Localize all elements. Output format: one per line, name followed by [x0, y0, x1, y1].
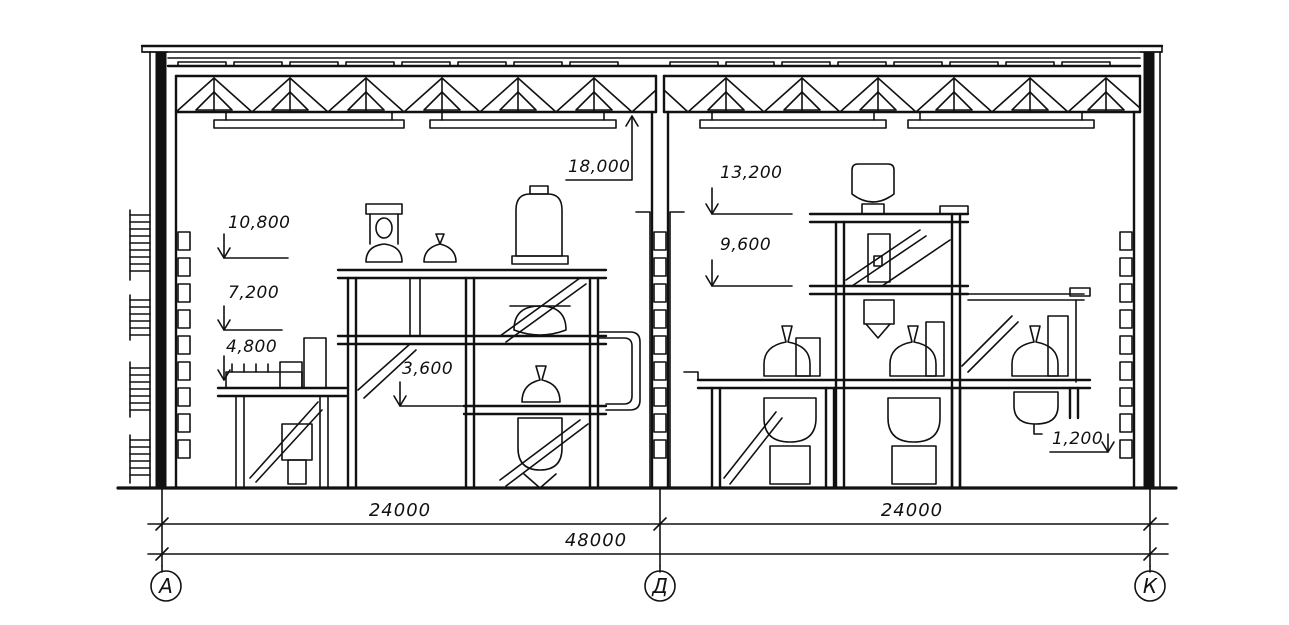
axis-bubble-middle — [644, 570, 676, 602]
elevation-label-18000: 18,000 — [568, 157, 630, 177]
axis-label-middle: Д — [651, 574, 668, 598]
elevation-label-3600: 3,600 — [402, 359, 453, 379]
axis-label-left: А — [157, 574, 173, 598]
roof-slab — [140, 44, 1164, 68]
right-upper-structure — [808, 205, 1091, 490]
elevation-label-10800: 10,800 — [228, 213, 290, 233]
right-main-platform — [683, 315, 1092, 490]
axis-bubbles — [150, 565, 1166, 602]
right-vessels-lower — [763, 315, 1069, 485]
middle-column — [635, 110, 685, 490]
ceiling-fixtures — [213, 111, 1095, 129]
right-vessels-upper — [851, 163, 895, 339]
elevation-marker-4800 — [217, 355, 231, 381]
dimension-total: 48000 — [565, 530, 627, 551]
axis-bubble-left — [150, 570, 182, 602]
dimension-left-span: 24000 — [369, 500, 431, 521]
elevation-marker-3600 — [393, 381, 465, 407]
roof-truss-left — [174, 74, 658, 114]
dimension-right-span: 24000 — [881, 500, 943, 521]
roof-truss-right — [662, 74, 1142, 114]
elevation-marker-9600 — [705, 259, 793, 287]
elevation-marker-10800 — [217, 233, 289, 259]
elevation-label-13200: 13,200 — [720, 163, 782, 183]
left-vessels — [365, 185, 571, 489]
elevation-marker-18000 — [565, 115, 639, 181]
elevation-label-4800: 4,800 — [226, 337, 277, 357]
axis-label-right: К — [1143, 574, 1158, 598]
axis-bubble-right — [1134, 570, 1166, 602]
left-wall — [129, 51, 191, 490]
elevation-label-9600: 9,600 — [720, 235, 771, 255]
elevation-marker-13200 — [705, 187, 793, 215]
elevation-marker-1200 — [1049, 433, 1115, 453]
dimension-lines — [147, 487, 1169, 567]
left-platform-low — [216, 337, 348, 489]
left-main-structure — [336, 268, 641, 490]
elevation-marker-7200 — [217, 305, 283, 331]
right-wall — [1119, 51, 1161, 490]
elevation-label-1200: 1,200 — [1052, 429, 1103, 449]
elevation-label-7200: 7,200 — [228, 283, 279, 303]
